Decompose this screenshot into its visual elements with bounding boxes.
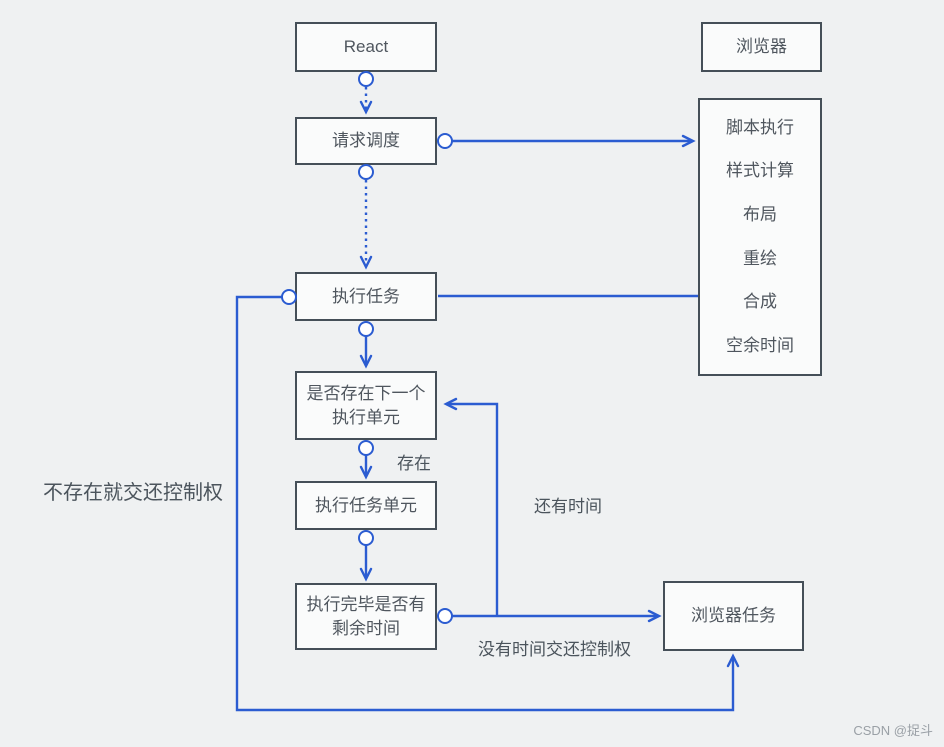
node-browser-phases: 脚本执行 样式计算 布局 重绘 合成 空余时间	[698, 98, 822, 376]
edge-source-dot-unit-bottom	[358, 530, 374, 546]
phase-repaint: 重绘	[743, 248, 777, 268]
edge-source-dot-request-bottom	[358, 164, 374, 180]
phase-composite: 合成	[743, 292, 777, 312]
node-browser: 浏览器	[701, 22, 822, 72]
label-time-left: 还有时间	[534, 497, 602, 516]
node-execute-task-unit: 执行任务单元	[295, 481, 437, 530]
node-browser-task: 浏览器任务	[663, 581, 804, 651]
label-no-next-return-control: 不存在就交还控制权	[43, 482, 223, 504]
phase-idle-time: 空余时间	[726, 336, 794, 356]
phase-script-execution: 脚本执行	[726, 117, 794, 137]
edge-source-dot-request-right	[437, 133, 453, 149]
phase-style-calculation: 样式计算	[726, 161, 794, 181]
edge-source-dot-execute-left	[281, 289, 297, 305]
node-has-time-left: 执行完毕是否有 剩余时间	[295, 583, 437, 650]
node-request-schedule: 请求调度	[295, 117, 437, 165]
label-exists: 存在	[397, 454, 431, 473]
label-no-time-return-control: 没有时间交还控制权	[478, 640, 631, 659]
edge-time-left-loop	[443, 397, 499, 616]
edge-source-dot-react	[358, 71, 374, 87]
phase-layout: 布局	[743, 205, 777, 225]
edge-source-dot-execute-bottom	[358, 321, 374, 337]
node-react: React	[295, 22, 437, 72]
node-execute-task: 执行任务	[295, 272, 437, 321]
node-has-next-unit: 是否存在下一个 执行单元	[295, 371, 437, 440]
edge-source-dot-hasnext-bottom	[358, 440, 374, 456]
edge-source-dot-hastime-right	[437, 608, 453, 624]
watermark: CSDN @捉斗	[853, 723, 933, 738]
